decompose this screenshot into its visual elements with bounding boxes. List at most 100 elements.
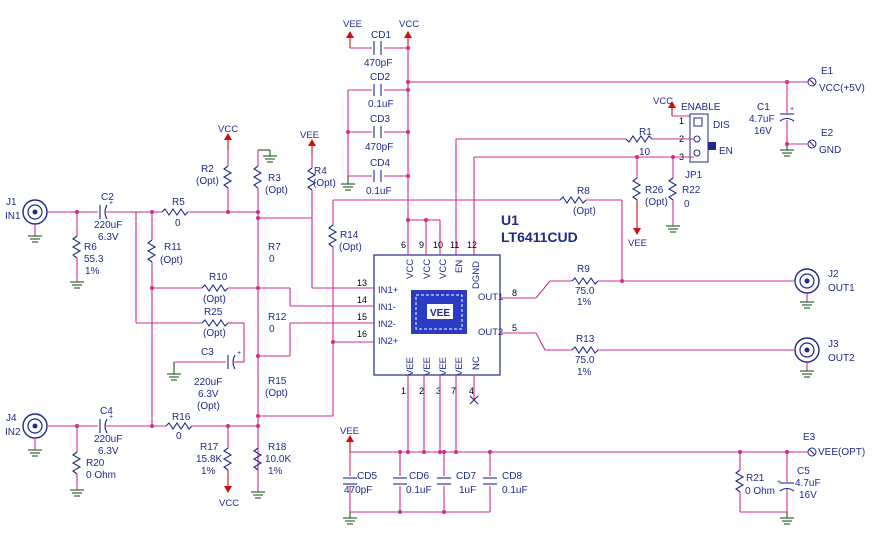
r25-value: (Opt) — [203, 328, 226, 339]
r5-ref: R5 — [172, 197, 185, 208]
jp1-title: ENABLE — [681, 102, 721, 113]
cd8-ref: CD8 — [502, 471, 522, 482]
jp1-vcc-label: VCC — [653, 96, 673, 107]
cd6-ref: CD6 — [409, 471, 429, 482]
pin-12-num: 12 — [467, 240, 477, 250]
j2-bnc: J2 OUT1 — [794, 268, 855, 309]
e2-ref: E2 — [821, 128, 834, 139]
r7-ref: R7 — [268, 242, 281, 253]
j4-ref: J4 — [6, 413, 17, 424]
r9-value: 75.0 — [575, 286, 595, 297]
svg-text:+: + — [109, 414, 113, 421]
r3-ref: R3 — [268, 173, 281, 184]
c5-value: 4.7uF — [795, 478, 821, 489]
r13-value: 75.0 — [575, 355, 595, 366]
cd6-value: 0.1uF — [406, 485, 432, 496]
r2-ref: R2 — [201, 164, 214, 175]
r14-ref: R14 — [340, 230, 359, 241]
c2-ref: C2 — [101, 192, 114, 203]
c1-value: 4.7uF — [749, 114, 775, 125]
e3-ref: E3 — [803, 432, 816, 443]
power-input-section: E1 VCC(+5V) E2 GND + C1 4.7uF 16V — [749, 66, 865, 157]
r18-value: 10.0K — [265, 454, 291, 465]
r6-ref: R6 — [84, 242, 97, 253]
r1-ref: R1 — [639, 127, 652, 138]
r18-ref: R18 — [268, 442, 287, 453]
top-supply-section: VEE VCC CD1 470pF CD2 0.1uF CD3 470pF CD… — [341, 19, 808, 230]
r5-value: 0 — [175, 218, 181, 229]
r10-ref: R10 — [209, 272, 228, 283]
r4-vee-label: VEE — [300, 130, 319, 141]
r13-ref: R13 — [576, 334, 595, 345]
r7-value: 0 — [269, 254, 275, 265]
cd3-ref: CD3 — [370, 114, 390, 125]
r22-ref: R22 — [682, 185, 701, 196]
u1-pad-label: VEE — [430, 308, 450, 319]
r1-value: 10 — [639, 147, 651, 158]
output-section: R8 (Opt) R9 75.0 1% R13 75.0 1% J2 OUT1 — [333, 186, 855, 378]
svg-text:+: + — [777, 479, 781, 486]
cd2-value: 0.1uF — [368, 99, 394, 110]
cd2-ref: CD2 — [370, 72, 390, 83]
pin-11-label: EN — [454, 260, 465, 273]
cd7-ref: CD7 — [456, 471, 476, 482]
r17-tol: 1% — [201, 466, 216, 477]
r12-value: 0 — [269, 324, 275, 335]
c3-voltage: 6.3V — [198, 389, 219, 400]
e1-ref: E1 — [821, 66, 834, 77]
pin-10-num: 10 — [433, 240, 443, 250]
r26-vee-label: VEE — [628, 238, 647, 249]
pin-15-label: IN2- — [378, 319, 396, 330]
r16-value: 0 — [176, 431, 182, 442]
r13-tol: 1% — [577, 367, 592, 378]
j3-bnc: J3 OUT2 — [794, 337, 855, 378]
cd1-value: 470pF — [364, 58, 392, 69]
pin-8-label: OUT1 — [478, 292, 503, 303]
e1-name: VCC(+5V) — [819, 83, 865, 94]
r25-ref: R25 — [204, 307, 223, 318]
j3-name: OUT2 — [828, 353, 855, 364]
r26-value: (Opt) — [645, 197, 668, 208]
bottom-vee-label: VEE — [340, 426, 359, 437]
pin-4-num: 4 — [469, 386, 474, 396]
c5-voltage: 16V — [799, 490, 817, 501]
e2-name: GND — [819, 145, 841, 156]
pin-7-num: 7 — [451, 386, 456, 396]
r8-value: (Opt) — [573, 206, 596, 217]
c2-value: 220uF — [94, 220, 122, 231]
pin-16-label: IN2+ — [378, 336, 399, 347]
jp1-ref: JP1 — [685, 170, 703, 181]
r9-ref: R9 — [577, 264, 590, 275]
c4-value: 220uF — [94, 434, 122, 445]
r21-ref: R21 — [746, 473, 765, 484]
top-vcc-label: VCC — [399, 19, 419, 30]
r8-ref: R8 — [577, 186, 590, 197]
pin-3-label: VEE — [438, 357, 449, 376]
pin-14-num: 14 — [357, 295, 367, 305]
j4-bnc: J4 IN2 — [5, 413, 48, 457]
pin-2-num: 2 — [419, 386, 424, 396]
pin-1-label: VEE — [405, 357, 416, 376]
jp1-pin1: 1 — [679, 116, 684, 126]
r4-value: (Opt) — [313, 178, 336, 189]
u1-top-pins: 6 9 10 11 12 VCC VCC VCC EN DGND — [401, 218, 482, 289]
pin-5-num: 5 — [512, 323, 517, 333]
pin-4-label: NC — [471, 356, 482, 370]
cd5-value: 470pF — [344, 485, 372, 496]
pin-3-num: 3 — [436, 386, 441, 396]
r12-ref: R12 — [268, 312, 287, 323]
u1-ref: U1 — [501, 212, 519, 228]
svg-text:+: + — [109, 200, 113, 207]
r11-ref: R11 — [164, 242, 182, 253]
enable-jumper: VCC ENABLE 1 2 3 DIS EN JP1 R1 10 VEE R2… — [455, 96, 733, 255]
cd8-value: 0.1uF — [502, 485, 528, 496]
r4-ref: R4 — [314, 166, 327, 177]
cd7-value: 1uF — [459, 485, 476, 496]
jp1-dis: DIS — [713, 120, 730, 131]
pin-5-label: OUT2 — [478, 327, 503, 338]
input-section: J1 IN1 R6 55.3 1% + C2 220uF 6.3V R5 0 — [5, 124, 374, 509]
r6-tol: 1% — [85, 266, 100, 277]
top-vee-label: VEE — [343, 19, 362, 30]
